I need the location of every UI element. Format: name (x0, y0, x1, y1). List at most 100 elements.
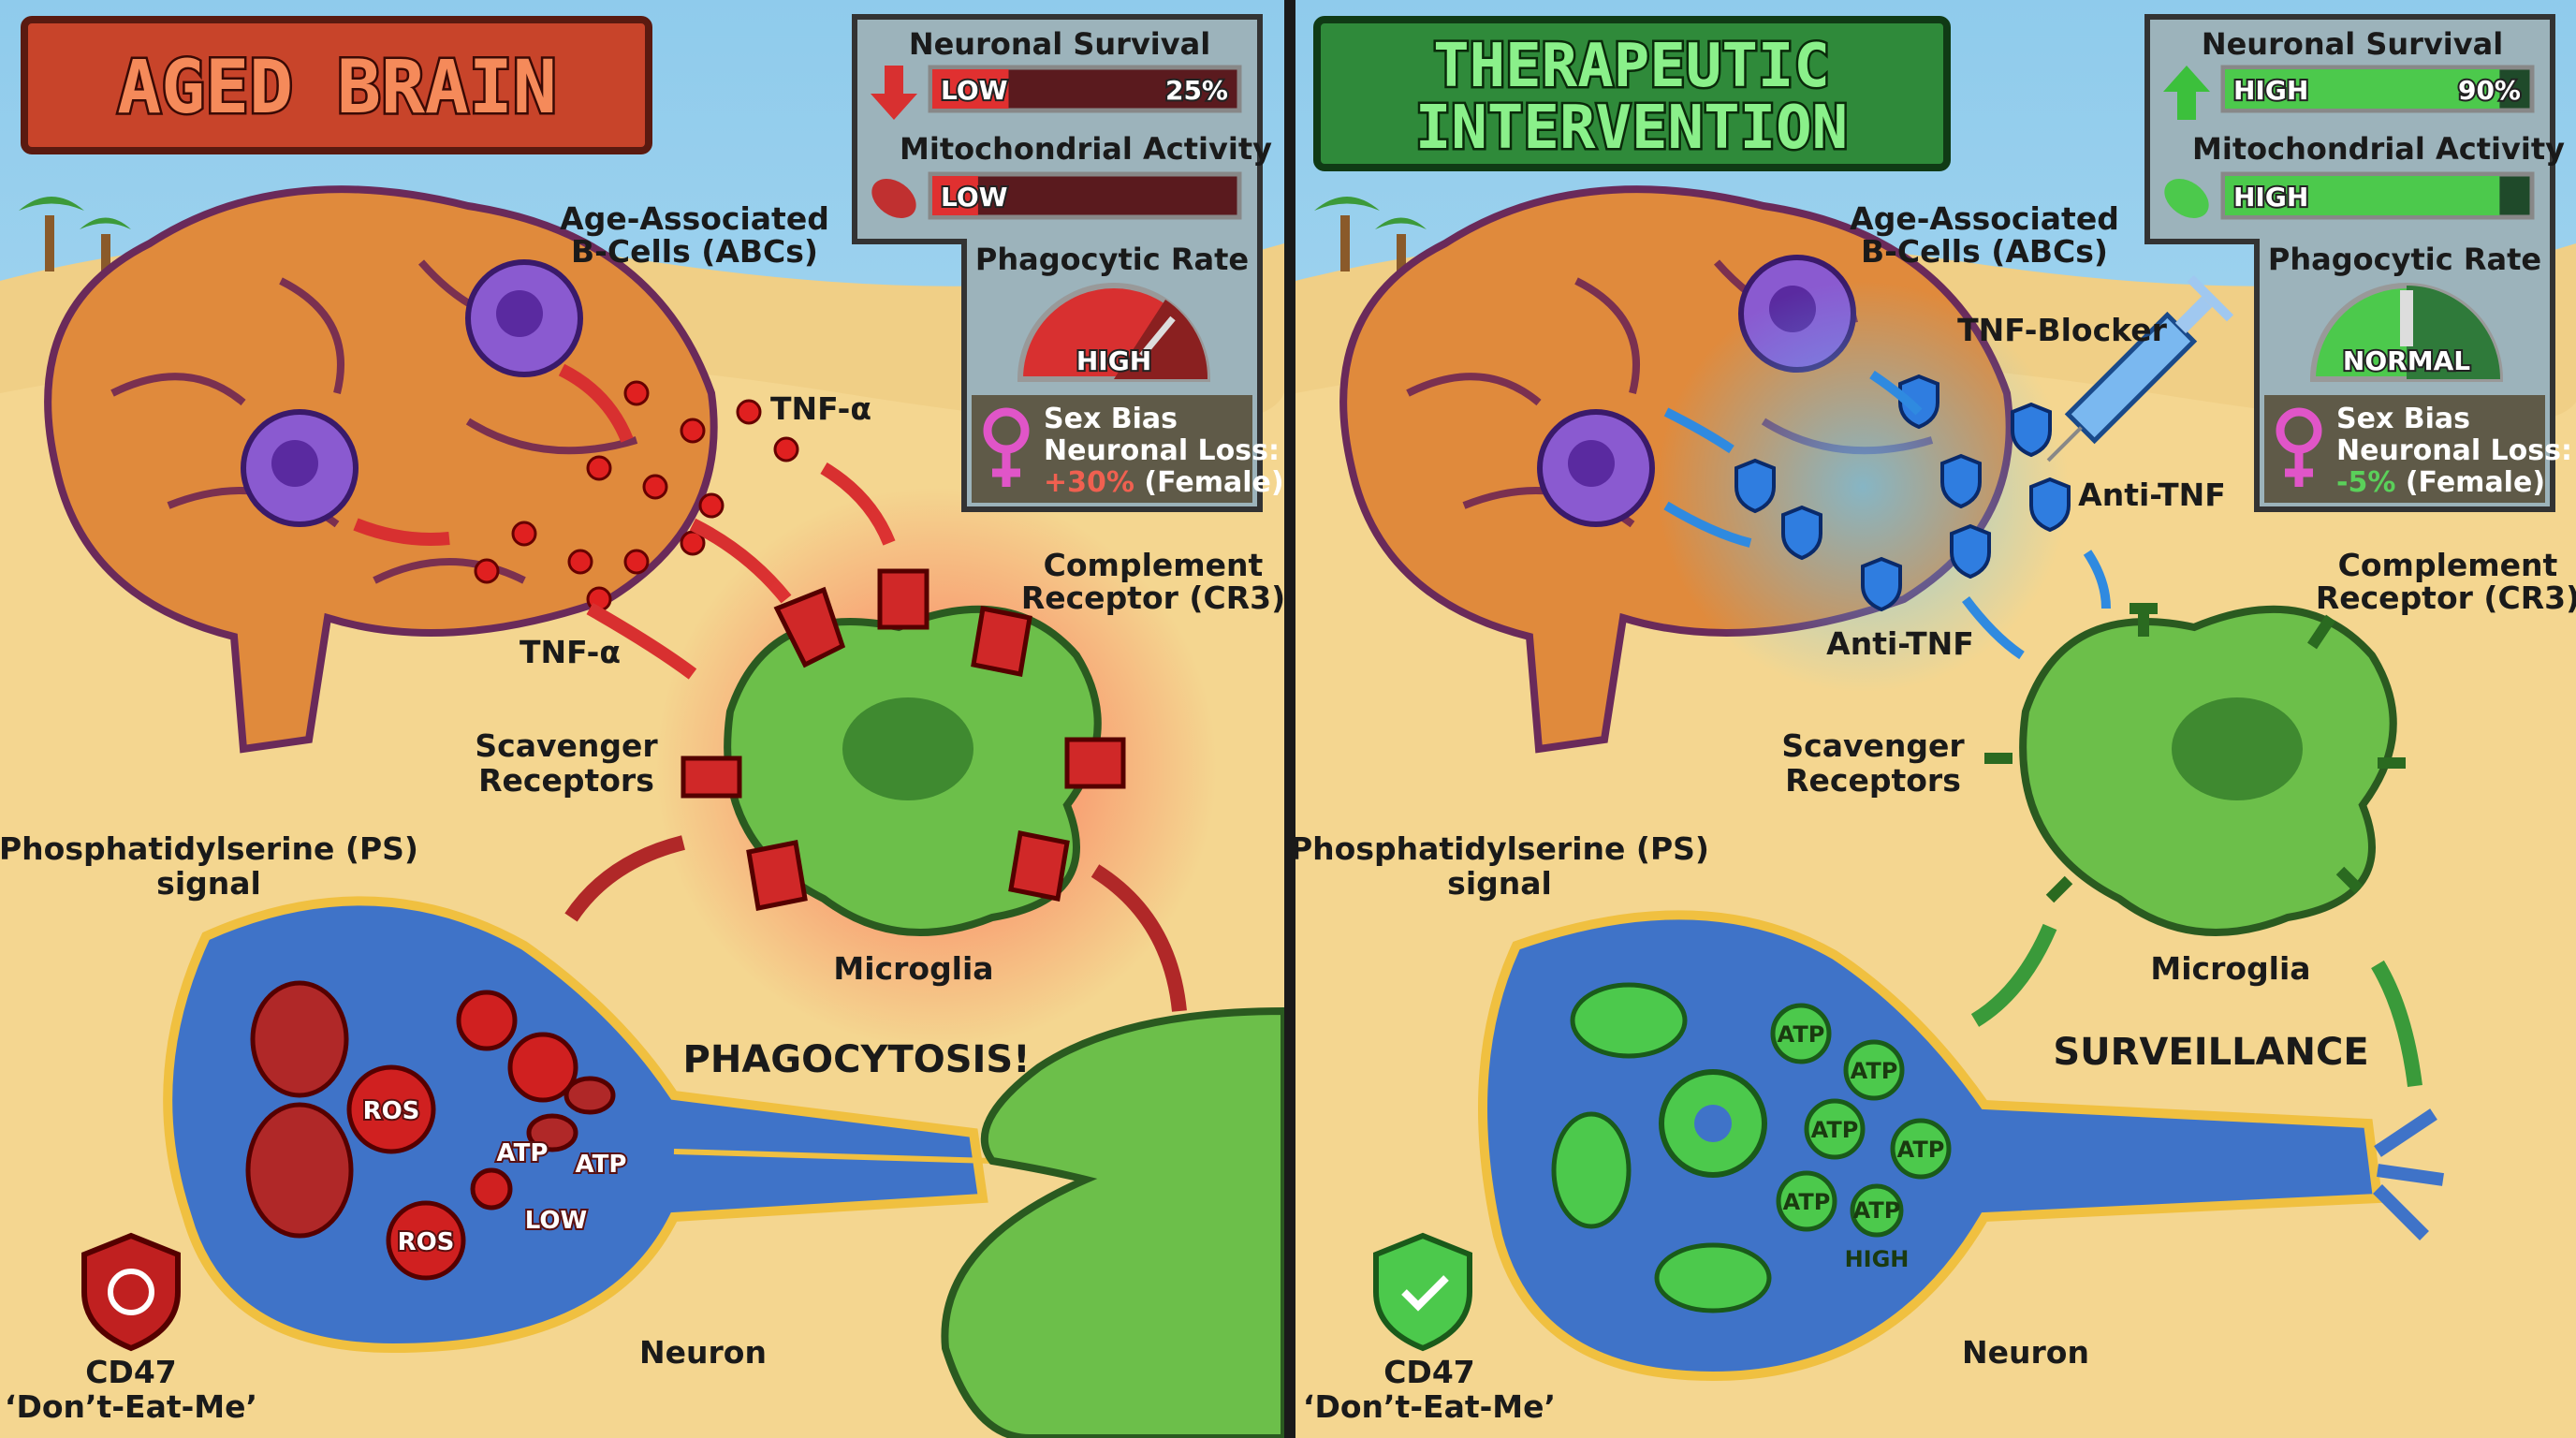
left-panel: AGED BRAIN ROS (0, 0, 1288, 1438)
atp-label: ATP (576, 1151, 627, 1179)
cd47-label: ‘Don’t-Eat-Me’ (1303, 1388, 1556, 1425)
status-hud: Neuronal Survival LOW 25% Mitochondrial … (852, 14, 1284, 512)
mito-label: Mitochondrial Activity (900, 131, 1272, 167)
right-panel: THERAPEUTIC INTERVENTION (1290, 0, 2576, 1438)
phago-label: Phagocytic Rate (2268, 242, 2541, 277)
mitochondria-icon (2164, 179, 2209, 218)
sex-bias-value: -5% (2336, 466, 2395, 499)
atp-label: ATP (1811, 1117, 1859, 1143)
anti-tnf-shield-icon (1734, 374, 2071, 612)
panel-title-banner: THERAPEUTIC INTERVENTION (1313, 16, 1951, 171)
receptor-icon (681, 568, 1126, 911)
cd47-label: CD47 (1383, 1354, 1475, 1390)
atp-label: ATP (1778, 1021, 1825, 1048)
panel-title: INTERVENTION (1415, 94, 1848, 163)
b-cell-icon (465, 259, 583, 377)
arrow-icon (1970, 923, 2422, 1087)
ps-signal-label: Phosphatidylserine (PS) (1290, 830, 1709, 867)
neuron-label: Neuron (639, 1334, 767, 1371)
microglia-engulfing (941, 1006, 1288, 1438)
mito-bar-fill (2225, 176, 2500, 215)
microglia-label: Microglia (2150, 950, 2310, 987)
panel-divider (1284, 0, 1295, 1438)
microglia-cell (2019, 605, 2397, 936)
palm-tree-icon (80, 217, 131, 281)
ps-signal-label: signal (1447, 865, 1552, 902)
mito-bar-fill (932, 176, 978, 215)
sex-bias-value: +30% (1044, 466, 1134, 499)
antibody-glow (1657, 281, 2069, 693)
scavenger-receptor-label: Receptors (1785, 762, 1961, 799)
complement-receptor-label: Complement (1044, 547, 1264, 583)
b-cell-icon (241, 409, 359, 527)
sex-bias-title: Sex Bias (1044, 403, 1178, 435)
scavenger-receptor-label: Scavenger (475, 727, 658, 764)
sex-bias-title: Sex Bias (2336, 403, 2470, 435)
survival-bar-fill (932, 69, 1009, 109)
arrow-icon (564, 835, 1187, 1012)
receptor-icon (1984, 603, 2406, 903)
sex-bias-line: Neuronal Loss: (1044, 434, 1280, 467)
mitochondria-icon (245, 980, 616, 1239)
atp-label: ATP (1851, 1058, 1898, 1084)
phago-status: HIGH (1076, 345, 1151, 376)
female-symbol-icon (2276, 407, 2322, 487)
svg-text:-5% (Female): -5% (Female) (2336, 466, 2545, 499)
tnf-alpha-label: TNF-α (770, 390, 871, 427)
tnf-alpha-label: TNF-α (520, 634, 621, 670)
ros-label: ROS (363, 1097, 420, 1125)
survival-status: LOW (941, 75, 1008, 106)
phago-label: Phagocytic Rate (975, 242, 1249, 277)
ps-signal-label: signal (156, 865, 261, 902)
complement-receptor-label: Receptor (CR3) (2316, 580, 2576, 616)
sex-bias-suffix: (Female) (2406, 466, 2545, 499)
palm-tree-icon (19, 197, 84, 271)
atp-token-icons (1770, 1003, 1952, 1238)
female-symbol-icon (983, 407, 1030, 487)
arrow-up-icon (2163, 66, 2210, 120)
mito-status: HIGH (2233, 182, 2308, 213)
mito-status: LOW (941, 182, 1008, 213)
tnf-blocker-label: TNF-Blocker (1957, 312, 2167, 348)
abc-label: B-Cells (ABCs) (571, 233, 818, 270)
complement-receptor-label: Complement (2338, 547, 2558, 583)
surveillance-label: SURVEILLANCE (2053, 1031, 2368, 1074)
survival-label: Neuronal Survival (909, 26, 1210, 62)
scavenger-receptor-label: Receptors (478, 762, 654, 799)
palm-tree-icon (1375, 217, 1427, 281)
high-atp-label: HIGH (1845, 1246, 1910, 1272)
abc-label: B-Cells (ABCs) (1861, 233, 2108, 270)
phagocytosis-label: PHAGOCYTOSIS! (683, 1038, 1031, 1081)
ros-gear-icon (346, 990, 578, 1281)
b-cell-icon (1537, 409, 1655, 527)
survival-bar-fill (2225, 69, 2500, 109)
cd47-label: ‘Don’t-Eat-Me’ (5, 1388, 257, 1425)
complement-receptor-label: Receptor (CR3) (1021, 580, 1285, 616)
palm-tree-icon (1314, 197, 1380, 271)
mitochondria-icon (871, 179, 916, 218)
scavenger-receptor-label: Scavenger (1781, 727, 1965, 764)
phago-status: NORMAL (2343, 345, 2470, 376)
abc-label: Age-Associated (1850, 200, 2119, 237)
sex-bias-line: Neuronal Loss: (2336, 434, 2572, 467)
atp-label: ATP (1897, 1137, 1945, 1163)
mito-label: Mitochondrial Activity (2192, 131, 2565, 167)
panel-title: AGED BRAIN (117, 46, 557, 130)
atp-label: ATP (1783, 1189, 1831, 1215)
cd47-shield-check-icon (1373, 1232, 1472, 1352)
anti-tnf-label: Anti-TNF (1826, 625, 1974, 662)
phagocytic-gauge: HIGH (1017, 283, 1211, 382)
ros-label: ROS (398, 1228, 455, 1256)
atp-label: ATP (497, 1139, 549, 1167)
panel-title-banner: AGED BRAIN (21, 16, 652, 154)
ps-signal-label: Phosphatidylserine (PS) (0, 830, 418, 867)
gear-icon (1659, 1069, 1767, 1178)
phagocytic-gauge: NORMAL (2309, 283, 2504, 382)
syringe-icon (2046, 274, 2234, 462)
cd47-label: CD47 (85, 1354, 177, 1390)
microglia-label: Microglia (833, 950, 993, 987)
survival-label: Neuronal Survival (2202, 26, 2503, 62)
abc-label: Age-Associated (560, 200, 829, 237)
survival-value: 25% (1165, 75, 1228, 106)
